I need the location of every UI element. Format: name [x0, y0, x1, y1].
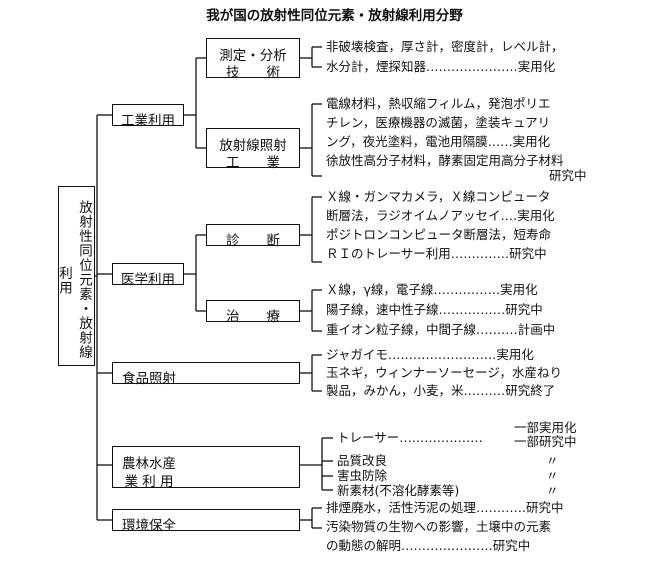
subcategory-diagnosis: 診 断: [206, 224, 300, 249]
root-node: 放射性同位元素・放射線利用: [56, 186, 95, 366]
detail-status: 〃: [546, 453, 559, 468]
subcategory-therapy: 治 療: [206, 300, 300, 325]
category-label-line1: 農林水産: [122, 456, 176, 472]
detail-status: 一部研究中: [514, 434, 577, 449]
category-industrial: 工業利用: [112, 104, 184, 129]
subcategory-label-line2: 技 術: [226, 65, 280, 81]
detail-line: チレン，医療機器の滅菌，塗装キュアリ: [326, 115, 551, 130]
category-label: 食品照射: [122, 371, 176, 387]
subcategory-label: 治 療: [226, 309, 280, 325]
category-label: 医学利用: [121, 272, 175, 288]
subcategory-irradiation: 放射線照射 工 業: [206, 128, 300, 171]
detail-line: Ｘ線・ガンマカメラ，Ｘ線コンピュータ: [326, 189, 551, 204]
subcategory-label-line2: 工 業: [226, 155, 280, 171]
category-label-line2: 業 利 用: [124, 474, 174, 490]
detail-line: 製品，みかん，小麦，米‥‥‥‥‥研究終了: [326, 383, 556, 398]
category-agriculture: 農林水産 業 利 用: [112, 446, 300, 490]
detail-line: 断層法，ラジオイムノアッセイ‥‥実用化: [326, 208, 555, 223]
subcategory-label-line1: 放射線照射: [219, 138, 287, 154]
detail-line: 電線材料，熱収縮フィルム，発泡ポリエ: [326, 96, 551, 111]
detail-item: 新素材(不溶化酵素等): [337, 483, 460, 498]
category-medical: 医学利用: [112, 263, 184, 288]
subcategory-label: 診 断: [226, 233, 280, 249]
detail-line: ジャガイモ‥‥‥‥‥‥‥‥‥‥‥‥‥実用化: [326, 347, 534, 362]
detail-status: 〃: [546, 468, 559, 483]
subcategory-label-line1: 測定・分析: [219, 48, 287, 64]
diagram-title: 我が国の放射性同位元素・放射線利用分野: [206, 8, 463, 24]
detail-item: トレーサー‥‥‥‥‥‥‥‥‥‥: [337, 430, 483, 445]
detail-line: 非破壊検査，厚さ計，密度計，レベル計，: [326, 39, 564, 54]
subcategory-measurement: 測定・分析 技 術: [206, 38, 300, 81]
category-label: 環境保全: [122, 518, 176, 534]
category-environment: 環境保全: [112, 509, 300, 534]
detail-status: 研究中: [549, 168, 587, 183]
detail-line: ポジトロンコンピュータ断層法，短寿命: [326, 227, 552, 242]
detail-line: 汚染物質の生物への影響，土壌中の元素: [326, 519, 552, 534]
detail-line: ング，夜光塗料，電池用隔膜‥‥‥実用化: [326, 134, 551, 149]
detail-line: 陽子線，速中性子線‥‥‥‥‥‥‥‥研究中: [326, 302, 543, 317]
detail-item: 害虫防除: [337, 468, 388, 483]
detail-line: 徐放性高分子材料，酵素固定用高分子材料: [326, 153, 564, 168]
detail-line: 玉ネギ，ウィンナーソーセージ，水産ねり: [326, 365, 563, 380]
detail-line: 水分計，煙探知器‥‥‥‥‥‥‥‥‥‥‥実用化: [326, 59, 556, 74]
detail-line: ＲＩのトレーサー利用‥‥‥‥‥‥‥研究中: [326, 246, 547, 261]
detail-status: 〃: [546, 483, 559, 498]
detail-line: 重イオン粒子線，中間子線‥‥‥‥‥計画中: [326, 322, 556, 337]
category-label: 工業利用: [121, 113, 175, 129]
detail-item: 品質改良: [337, 453, 388, 468]
detail-line: の動態の解明‥‥‥‥‥‥‥‥‥‥‥研究中: [326, 538, 531, 553]
root-label: 放射性同位元素・放射線利用: [56, 200, 92, 360]
detail-status: 一部実用化: [514, 420, 577, 435]
category-food-irradiation: 食品照射: [112, 362, 300, 387]
detail-line: Ｘ線，γ線，電子線‥‥‥‥‥‥‥‥実用化: [326, 282, 538, 297]
detail-line: 排煙廃水，活性汚泥の処理‥‥‥‥‥‥研究中: [326, 500, 564, 515]
